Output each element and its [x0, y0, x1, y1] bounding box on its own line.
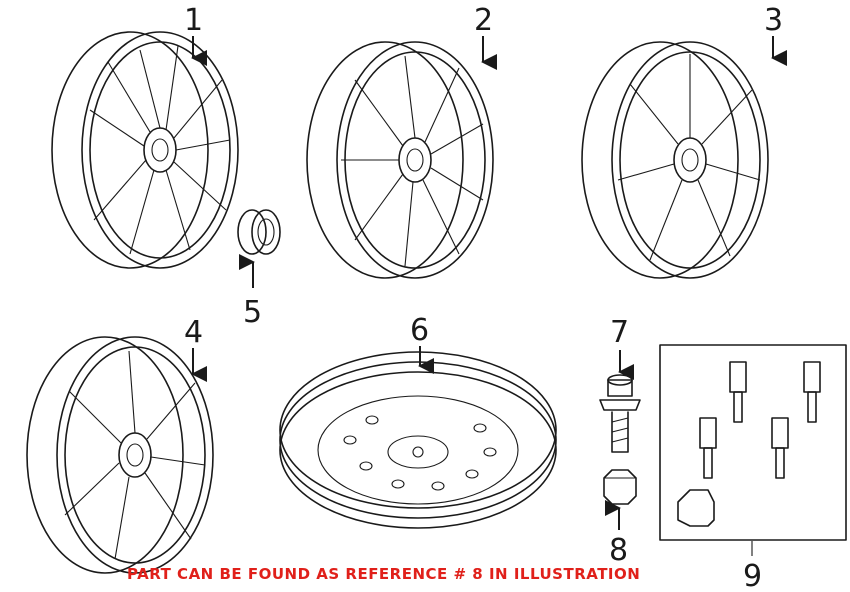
svg-text:3: 3 — [764, 3, 783, 38]
callout-4: 4 — [184, 315, 207, 382]
callout-9: 9 — [743, 541, 762, 592]
bolt-cap-part-8 — [603, 469, 637, 505]
callout-3: 3 — [764, 3, 787, 66]
svg-text:4: 4 — [184, 315, 203, 350]
wheel-part-3 — [581, 41, 769, 279]
wheel-part-1 — [51, 31, 239, 269]
svg-text:6: 6 — [410, 313, 429, 348]
callout-7: 7 — [610, 315, 634, 380]
svg-text:5: 5 — [243, 295, 262, 330]
svg-text:1: 1 — [184, 3, 203, 38]
reference-notice: PART CAN BE FOUND AS REFERENCE # 8 IN IL… — [127, 565, 641, 583]
callout-2: 2 — [474, 3, 497, 70]
svg-text:8: 8 — [609, 533, 628, 568]
callout-8: 8 — [605, 500, 628, 568]
svg-text:9: 9 — [743, 559, 762, 592]
callout-5: 5 — [239, 254, 262, 330]
lock-bolt-kit-part-9 — [659, 344, 847, 541]
wheel-part-2 — [306, 41, 494, 279]
svg-text:2: 2 — [474, 3, 493, 38]
callout-1: 1 — [184, 3, 207, 66]
wheel-part-4 — [26, 336, 214, 574]
center-cap-part-5 — [237, 209, 281, 255]
svg-text:7: 7 — [610, 315, 629, 350]
callout-6: 6 — [410, 313, 434, 374]
wheel-bolt-part-7 — [599, 374, 641, 453]
spare-wheel-part-6 — [279, 351, 557, 529]
